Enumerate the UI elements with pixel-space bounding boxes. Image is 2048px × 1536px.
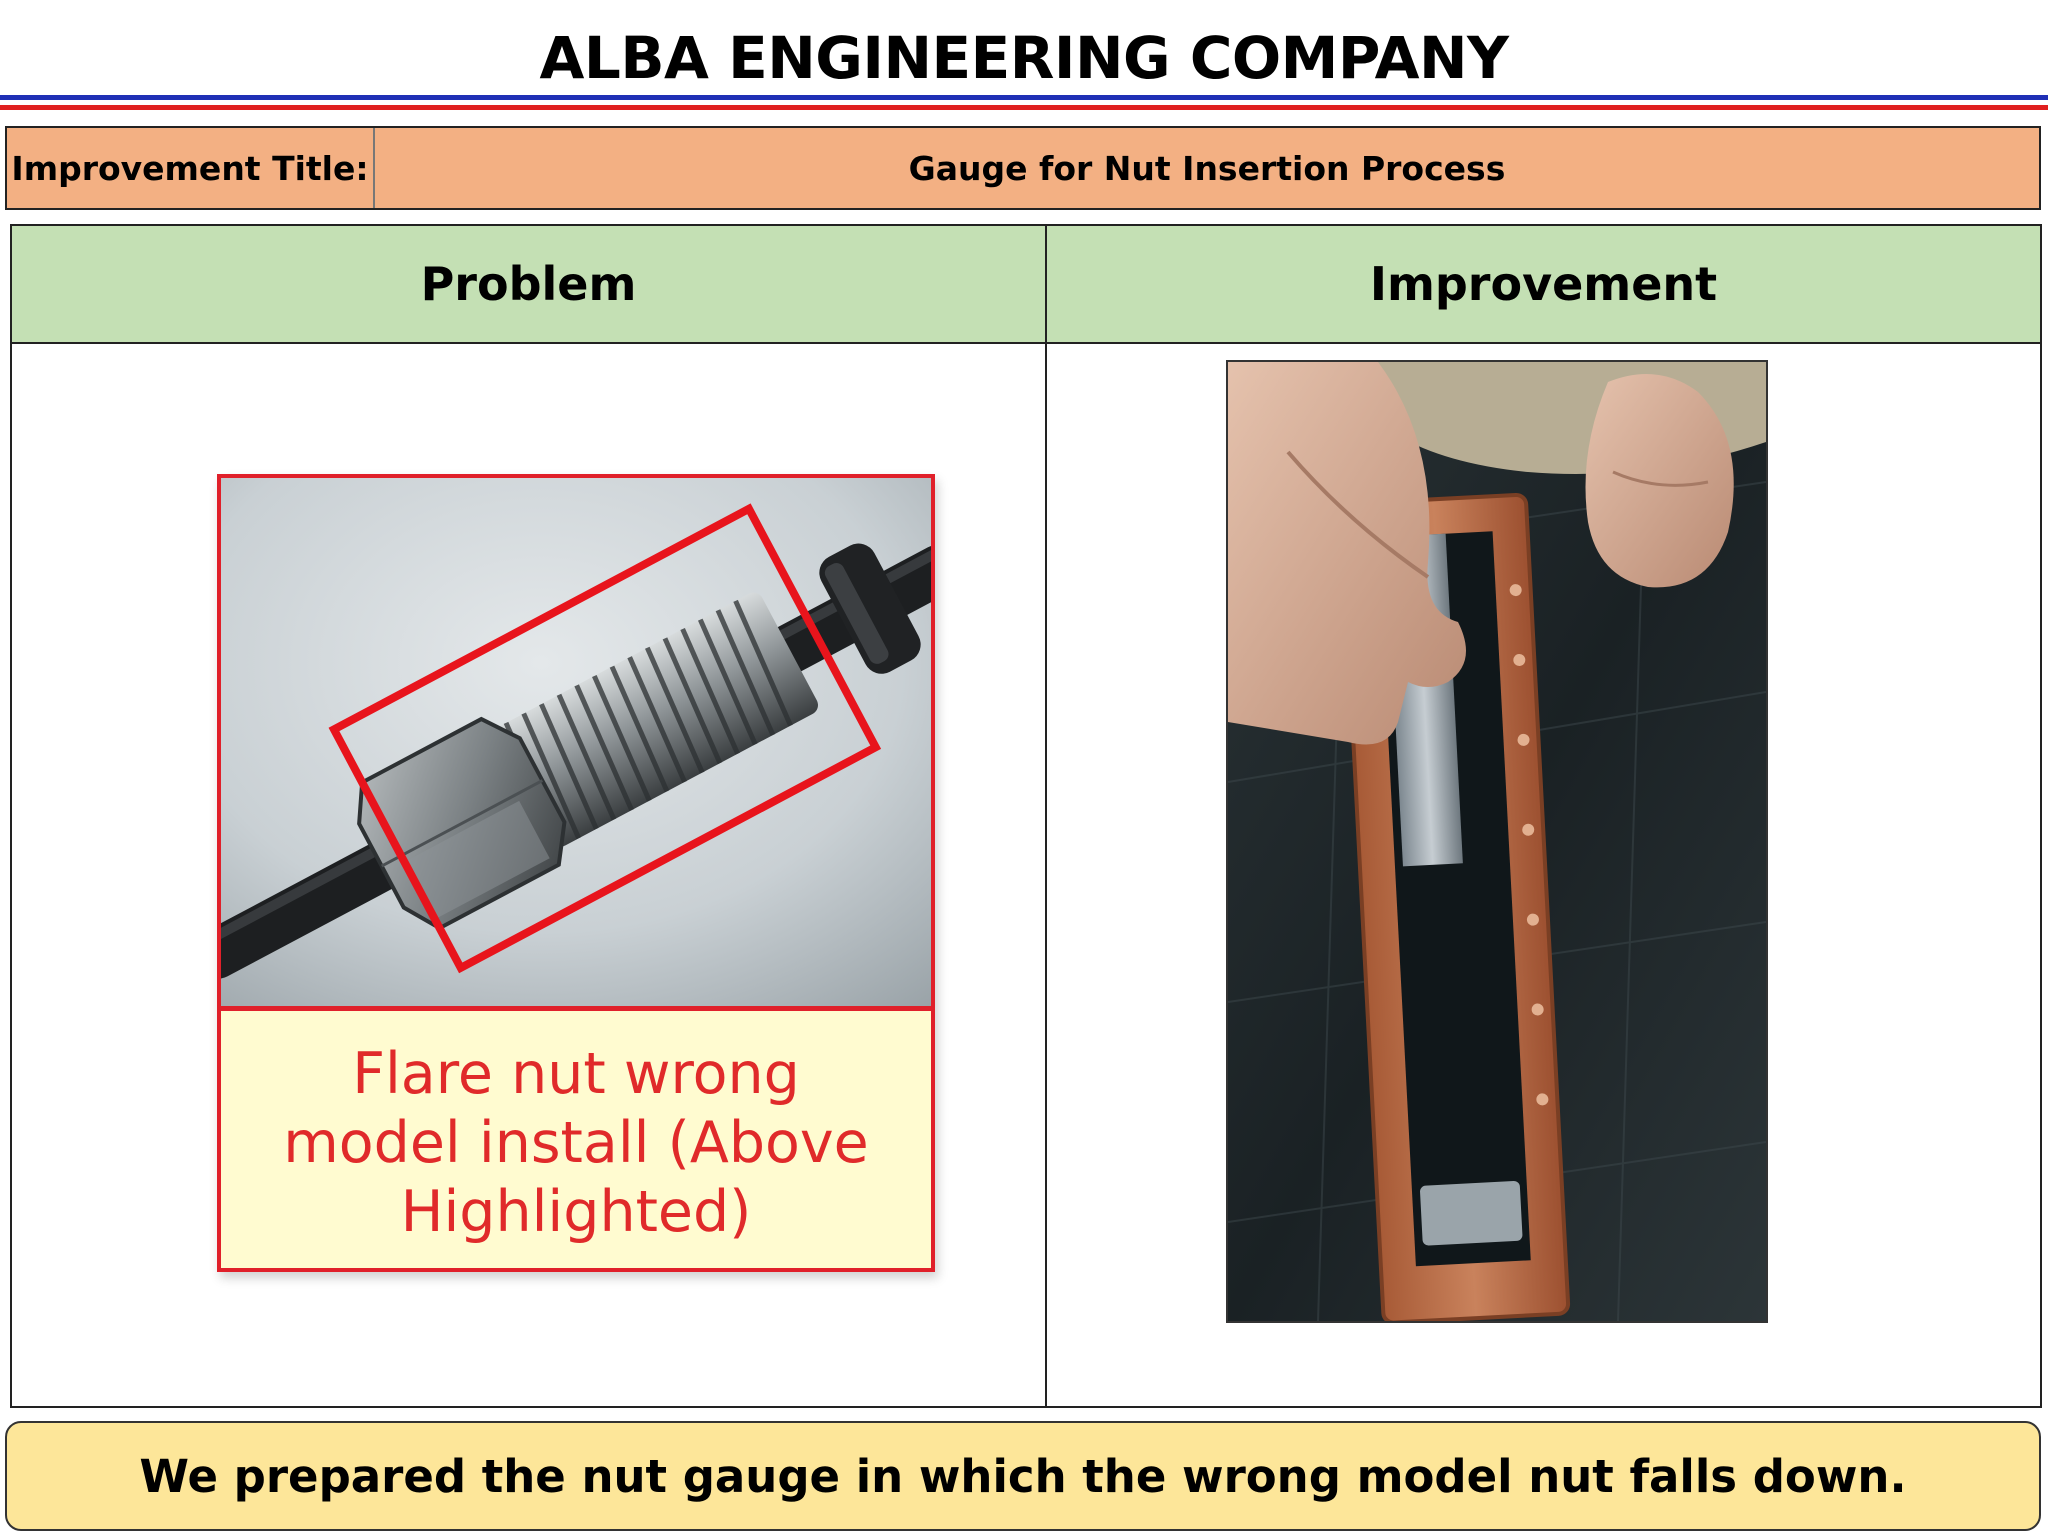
- improvement-title-value: Gauge for Nut Insertion Process: [908, 148, 1506, 188]
- improvement-image: [1226, 360, 1768, 1323]
- conclusion-banner: We prepared the nut gauge in which the w…: [5, 1421, 2041, 1531]
- company-title: ALBA ENGINEERING COMPANY: [539, 24, 1509, 92]
- caption-divider: [221, 1006, 931, 1011]
- flare-nut-photo: [221, 478, 931, 1006]
- problem-heading: Problem: [420, 257, 637, 311]
- improvement-heading: Improvement: [1369, 257, 1718, 311]
- nut-gauge-photo: [1228, 362, 1766, 1321]
- header-stripe-blue: [0, 95, 2048, 100]
- column-divider: [1045, 226, 1047, 1406]
- problem-image: Flare nut wrong model install (Above Hig…: [217, 474, 935, 1272]
- improvement-title-label: Improvement Title:: [7, 128, 375, 208]
- improvement-title-bar: Improvement Title: Gauge for Nut Inserti…: [5, 126, 2041, 210]
- header-stripe-red: [0, 105, 2048, 110]
- header-stripe-gap: [0, 100, 2048, 105]
- problem-caption: Flare nut wrong model install (Above Hig…: [221, 1012, 931, 1268]
- comparison-table: Problem Improvement: [10, 224, 2042, 1408]
- table-header-row: [12, 226, 2040, 344]
